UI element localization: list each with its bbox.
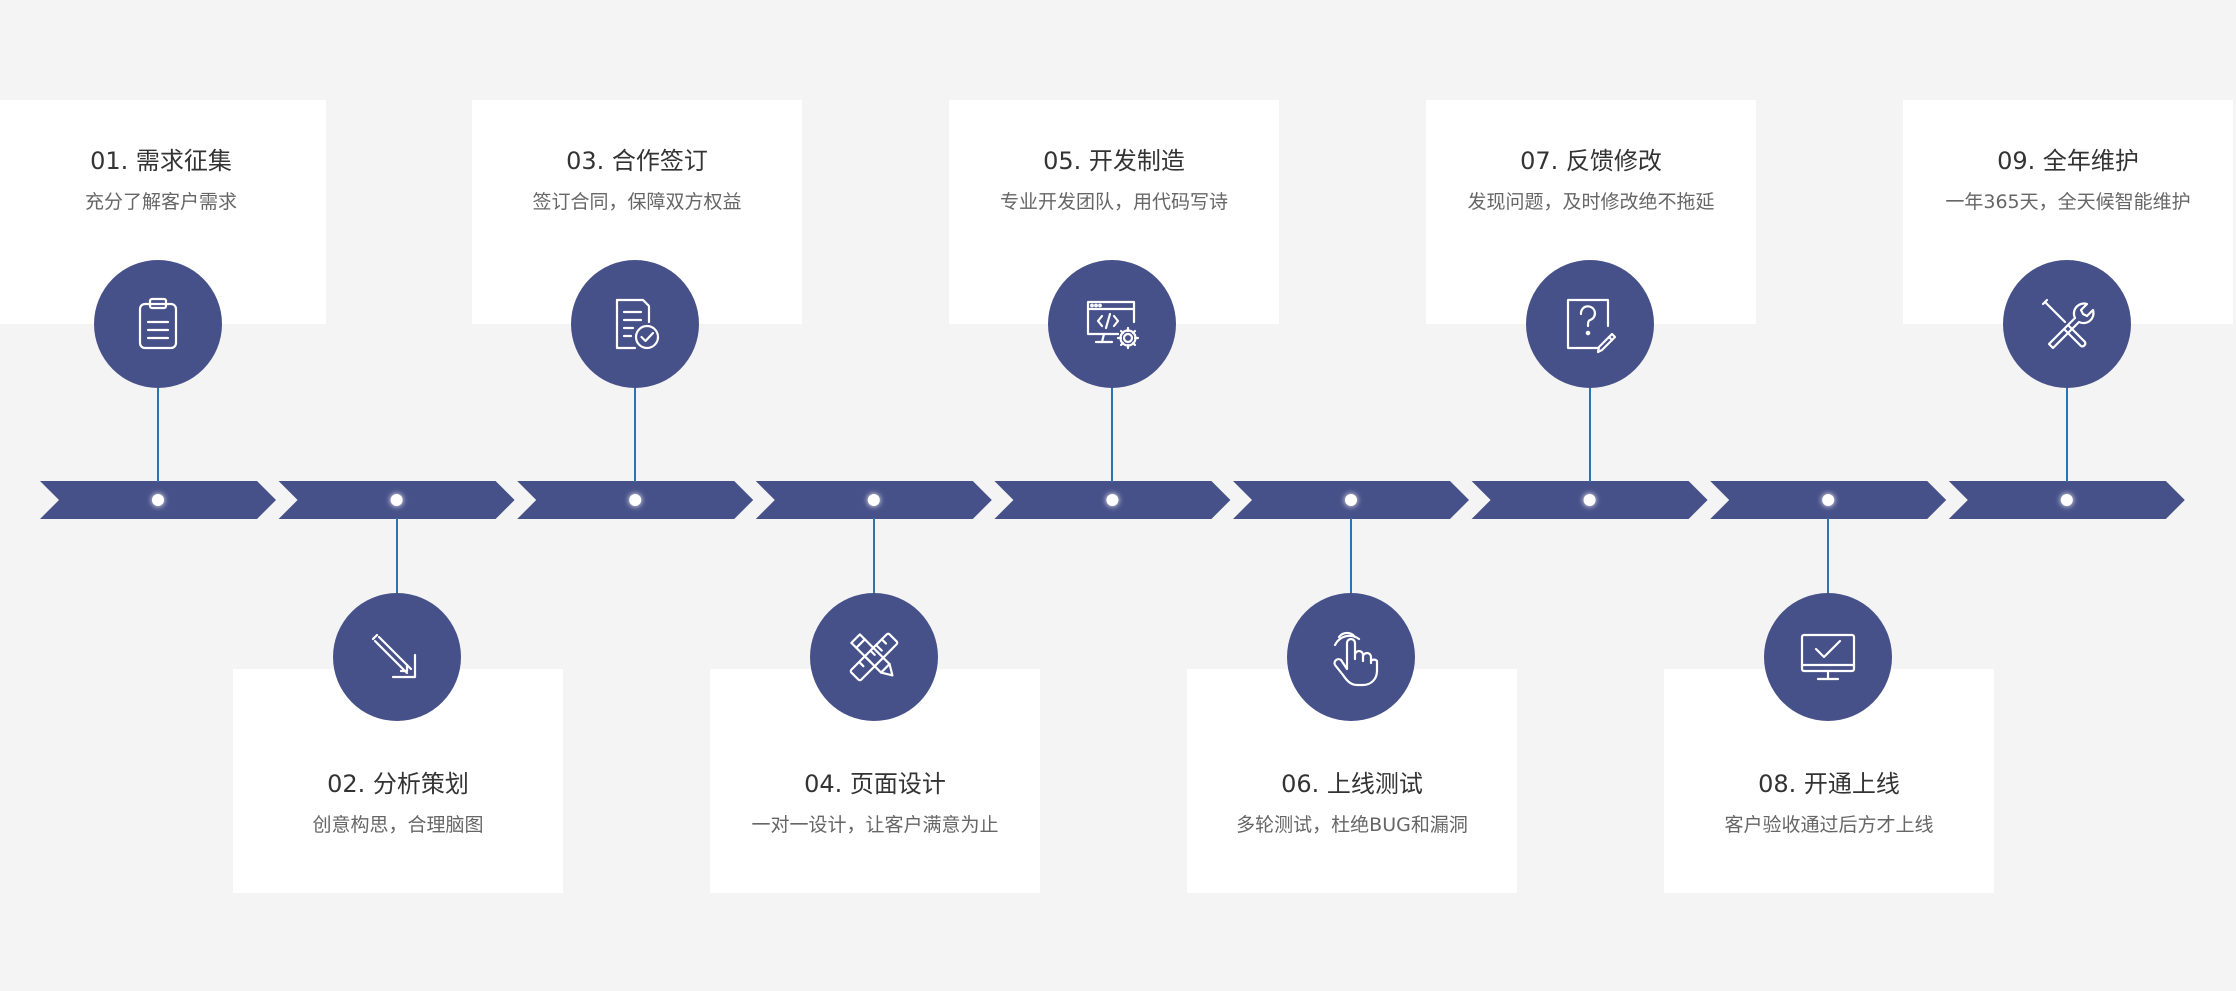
timeline-dot [391, 494, 403, 506]
step-connector [2066, 385, 2068, 482]
step-description: 充分了解客户需求 [0, 187, 326, 217]
step-title: 05. 开发制造 [949, 144, 1279, 178]
step-description: 发现问题，及时修改绝不拖延 [1426, 187, 1756, 217]
step-title: 04. 页面设计 [710, 767, 1040, 801]
step-description: 签订合同，保障双方权益 [472, 187, 802, 217]
step-description: 多轮测试，杜绝BUG和漏洞 [1187, 810, 1517, 840]
timeline-dot [2061, 494, 2073, 506]
step-connector [157, 385, 159, 482]
step-icon-circle [571, 260, 699, 388]
step-icon-circle [2003, 260, 2131, 388]
step-icon-circle [1526, 260, 1654, 388]
contract-check-icon [603, 292, 667, 356]
step-title: 08. 开通上线 [1664, 767, 1994, 801]
timeline-dot [1584, 494, 1596, 506]
monitor-check-icon [1796, 625, 1860, 689]
step-title: 06. 上线测试 [1187, 767, 1517, 801]
pencil-ruler-icon [842, 625, 906, 689]
step-description: 专业开发团队，用代码写诗 [949, 187, 1279, 217]
step-connector [1350, 518, 1352, 595]
timeline-dot [629, 494, 641, 506]
step-title: 02. 分析策划 [233, 767, 563, 801]
clipboard-icon [126, 292, 190, 356]
hand-pointer-icon [1319, 625, 1383, 689]
step-icon-circle [1287, 593, 1415, 721]
timeline-dot [152, 494, 164, 506]
wrench-screwdriver-icon [2035, 292, 2099, 356]
step-description: 一年365天，全天候智能维护 [1903, 187, 2233, 217]
step-title: 07. 反馈修改 [1426, 144, 1756, 178]
step-icon-circle [333, 593, 461, 721]
step-connector [396, 518, 398, 595]
step-title: 03. 合作签订 [472, 144, 802, 178]
step-icon-circle [1048, 260, 1176, 388]
step-title: 01. 需求征集 [0, 144, 326, 178]
step-connector [634, 385, 636, 482]
timeline-dot [1822, 494, 1834, 506]
step-icon-circle [810, 593, 938, 721]
design-analysis-icon [365, 625, 429, 689]
step-connector [1111, 385, 1113, 482]
code-monitor-gear-icon [1080, 292, 1144, 356]
step-icon-circle [94, 260, 222, 388]
step-connector [873, 518, 875, 595]
timeline-dot [1106, 494, 1118, 506]
step-icon-circle [1764, 593, 1892, 721]
step-description: 一对一设计，让客户满意为止 [710, 810, 1040, 840]
step-connector [1589, 385, 1591, 482]
step-connector [1827, 518, 1829, 595]
question-edit-icon [1558, 292, 1622, 356]
timeline-dot [868, 494, 880, 506]
step-description: 创意构思，合理脑图 [233, 810, 563, 840]
step-title: 09. 全年维护 [1903, 144, 2233, 178]
timeline-dot [1345, 494, 1357, 506]
step-description: 客户验收通过后方才上线 [1664, 810, 1994, 840]
